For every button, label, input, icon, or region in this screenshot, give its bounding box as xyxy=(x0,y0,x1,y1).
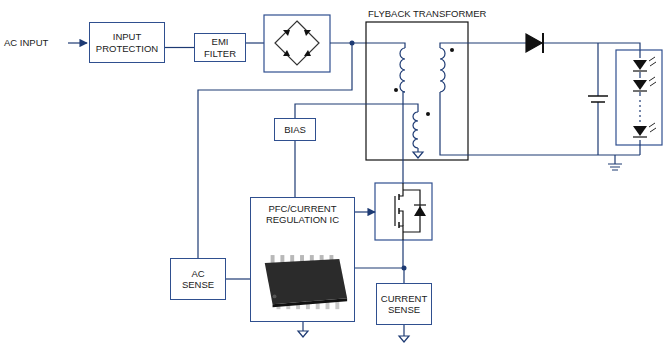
input-arrow xyxy=(68,42,87,43)
aux-winding xyxy=(413,112,418,148)
output-diode xyxy=(510,33,560,53)
box-label: INPUT PROTECTION xyxy=(93,31,161,54)
wire xyxy=(246,42,264,43)
wire-connector xyxy=(165,47,194,48)
bridge-rectifier xyxy=(264,15,330,72)
ground-symbol xyxy=(399,336,409,342)
diagram-label: FLYBACK TRANSFORMER xyxy=(368,8,486,19)
wire xyxy=(614,155,615,164)
secondary-winding xyxy=(440,48,445,92)
box-label: PFC/CURRENT REGULATION IC xyxy=(254,203,351,226)
sense-box: CURRENT SENSE xyxy=(376,283,432,325)
protection-box: INPUT PROTECTION xyxy=(89,22,165,63)
box-label: CURRENT SENSE xyxy=(380,293,428,316)
ground-symbol xyxy=(298,331,308,337)
mosfet-switch xyxy=(375,183,432,240)
bias-box: BIAS xyxy=(274,118,316,141)
wire xyxy=(295,104,418,118)
led-string xyxy=(616,50,662,155)
wire xyxy=(330,43,405,48)
wire xyxy=(403,325,404,336)
wire-connector xyxy=(294,141,295,197)
sense-box: AC SENSE xyxy=(170,258,226,300)
box-label: BIAS xyxy=(284,124,306,135)
box-label: AC SENSE xyxy=(174,268,222,291)
polarity-dot xyxy=(426,112,430,116)
wire xyxy=(440,43,510,48)
junction-dot xyxy=(350,41,355,46)
diagram-label: AC INPUT xyxy=(4,37,48,48)
box-label: EMI FILTER xyxy=(198,36,242,59)
wire xyxy=(403,240,404,268)
wire xyxy=(403,92,405,183)
controller-ic-box: PFC/CURRENT REGULATION IC xyxy=(250,197,355,322)
ground-symbol xyxy=(413,152,423,158)
polarity-dot xyxy=(450,48,454,52)
output-capacitor xyxy=(588,43,608,155)
wire-connector xyxy=(226,278,250,279)
polarity-dot xyxy=(394,88,398,92)
primary-winding xyxy=(400,48,405,92)
wire xyxy=(302,322,303,331)
filter-box: EMI FILTER xyxy=(194,33,246,62)
gate-drive-arrow xyxy=(355,211,375,212)
ground-symbol xyxy=(608,164,622,170)
wire-connector xyxy=(355,268,404,283)
wire xyxy=(560,43,640,50)
wire xyxy=(440,92,640,155)
